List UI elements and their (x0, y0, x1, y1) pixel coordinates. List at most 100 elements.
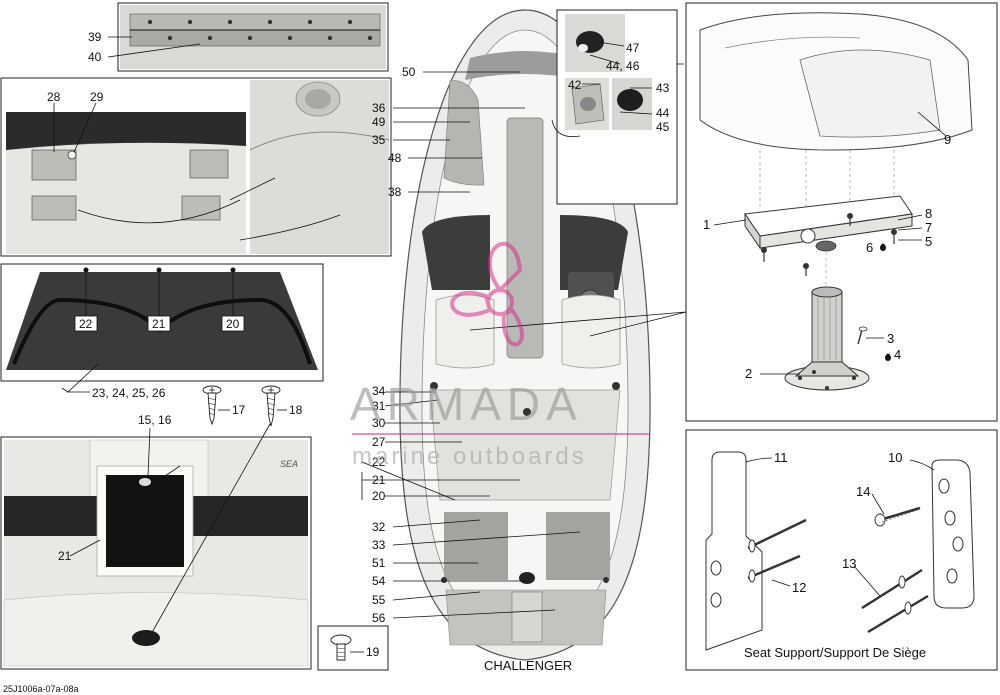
callout-35: 35 (372, 133, 386, 147)
callout-8: 8 (925, 206, 932, 221)
seat-hatch-panel: SEA 15, 16 21 (0, 413, 312, 670)
seat-support-caption: Seat Support/Support De Siège (744, 645, 926, 660)
document-reference: 25J1006a-07a-08a (3, 684, 79, 694)
leader-14 (871, 493, 885, 515)
leader-latch-to-boat (551, 119, 581, 138)
callout-44-46: 44, 46 (606, 59, 640, 73)
rear-cockpit (429, 389, 621, 501)
screw-19-frame (317, 625, 389, 671)
bow-cushion-50 (465, 51, 585, 80)
leader-20-22 (361, 461, 520, 501)
bracket-right (189, 149, 229, 179)
callout-20: 20 (226, 317, 240, 331)
leader-44 (619, 111, 653, 115)
callout-56: 56 (372, 611, 386, 625)
latch-15-16 (139, 478, 151, 486)
leader-1 (713, 219, 747, 226)
leader-44-46 (589, 54, 621, 65)
leader-bracket-link-3 (239, 214, 341, 241)
callout-9: 9 (944, 132, 951, 147)
leader-11 (745, 457, 773, 463)
callout-31: 31 (372, 399, 386, 413)
callout-34: 34 (372, 384, 386, 398)
callout-50: 50 (402, 65, 416, 79)
callout-20-boat: 20 (372, 489, 386, 503)
leader-bracket-link (77, 199, 241, 224)
callout-10: 10 (888, 450, 902, 465)
callout-27: 27 (372, 435, 386, 449)
leader-18-to-plug (149, 423, 271, 637)
callout-21-boat: 21 (372, 473, 386, 487)
rivet-12a (747, 518, 807, 550)
screw-head-19 (330, 634, 352, 646)
callout-55: 55 (372, 593, 386, 607)
leader-12 (771, 579, 791, 587)
leader-40 (107, 43, 201, 58)
callout-45: 45 (656, 120, 670, 134)
leader-15-16 (147, 427, 151, 477)
drain-plug (132, 630, 160, 646)
rivet-13a (861, 568, 923, 610)
callout-36: 36 (372, 101, 386, 115)
callout-44: 44 (656, 106, 670, 120)
bow-seat-left (443, 79, 485, 186)
screw-body-17 (207, 392, 217, 426)
callout-box-21 (147, 315, 171, 332)
swivel-mount (815, 240, 837, 252)
callout-49: 49 (372, 115, 386, 129)
callout-4: 4 (894, 347, 901, 362)
bracket-lower (31, 195, 77, 221)
callout-1: 1 (703, 217, 710, 232)
rivet-12b (747, 554, 801, 580)
callout-51: 51 (372, 556, 386, 570)
screw-18-group: 18 (261, 385, 303, 427)
speaker-cone (305, 89, 331, 109)
screw-29 (67, 150, 77, 160)
windshield-right (560, 215, 628, 290)
callout-54: 54 (372, 574, 386, 588)
hatch-cover (106, 475, 184, 567)
callout-29: 29 (90, 90, 104, 104)
rivet-13b (867, 594, 929, 634)
pedestal-post-2 (811, 291, 843, 363)
leader-29 (73, 102, 97, 153)
callout-box-20 (221, 315, 245, 332)
drop-6 (880, 243, 886, 251)
callout-30: 30 (372, 416, 386, 430)
watermark-propeller-icon (450, 241, 524, 347)
watermark-tagline: marine outboards (352, 443, 587, 470)
callout-17: 17 (232, 403, 246, 417)
leader-13 (853, 565, 881, 597)
callout-28: 28 (47, 90, 61, 104)
leader-32 (392, 519, 481, 528)
callout-14: 14 (856, 484, 870, 499)
boarding-ladder (511, 591, 543, 643)
hinge-panel: 39 40 (88, 2, 389, 72)
watermark: ARMADA marine outboards (350, 241, 650, 470)
callout-3: 3 (887, 331, 894, 346)
callout-22-boat: 22 (372, 455, 386, 469)
seat-support-panel: 11 10 14 13 12 Seat Support/Support De S… (685, 429, 998, 671)
leader-21b (69, 539, 101, 557)
boat-model-caption: CHALLENGER (484, 658, 572, 673)
bracket-right-lower (181, 195, 221, 221)
windshield-left (422, 215, 490, 290)
leader-47 (597, 41, 625, 47)
leader-bracket-link-2 (229, 177, 276, 201)
watermark-name: ARMADA (350, 378, 583, 430)
callout-21-seat: 21 (58, 549, 72, 563)
callout-12: 12 (792, 580, 806, 595)
callout-18: 18 (289, 403, 303, 417)
passenger-seat-right (561, 294, 621, 369)
leader-7 (897, 227, 923, 231)
leader-15-16-b (149, 465, 181, 487)
callout-23-26: 23, 24, 25, 26 (92, 386, 166, 400)
callout-13: 13 (842, 556, 856, 571)
callout-32: 32 (372, 520, 386, 534)
callout-11: 11 (774, 450, 788, 465)
leader-10 (909, 459, 935, 471)
callout-42: 42 (568, 78, 582, 92)
callout-47: 47 (626, 41, 640, 55)
seal-panel: 22 21 20 (0, 263, 324, 382)
